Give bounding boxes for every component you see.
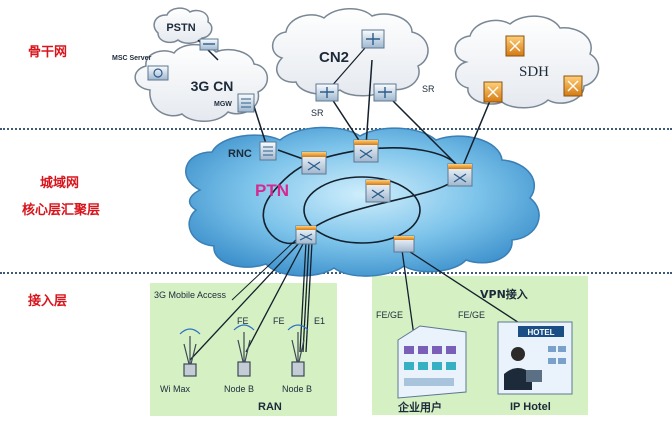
ptn-outer-ring (262, 147, 461, 245)
link-sr-left-ptn (329, 95, 365, 149)
pstn-cloud (153, 7, 213, 44)
sr-router-right (373, 83, 397, 102)
ptn-node-right (447, 163, 473, 187)
sdh-node-3 (563, 75, 583, 97)
label-sr-right: SR (422, 84, 435, 94)
layer-label-metro: 城域网 (40, 176, 80, 191)
label-3g-mobile-access: 3G Mobile Access (154, 290, 227, 300)
label-vpn-access: VPN接入 (480, 287, 528, 301)
hotel-sign: HOTEL (527, 328, 554, 337)
link-ptn-nodeb2-c (305, 241, 313, 353)
mgw-device (237, 93, 255, 113)
ptn-node-bottom-left (295, 225, 317, 245)
link-rnc-ptn (277, 149, 307, 161)
label-fe-ge-left: FE/GE (376, 310, 403, 320)
divider-metro-access (0, 272, 672, 274)
ptn-node-center (365, 179, 391, 203)
link-ptn-nodeb2-a (299, 241, 307, 353)
sr-router-left (315, 83, 339, 102)
ptn-node-left (301, 151, 327, 175)
label-ip-hotel: IP Hotel (510, 401, 551, 413)
label-rnc: RNC (228, 148, 252, 160)
cloud-label-pstn: PSTN (166, 22, 195, 34)
cn2-router-top (361, 29, 385, 49)
label-fe-ge-right: FE/GE (458, 310, 485, 320)
link-sr-right-ptn (383, 91, 461, 169)
sdh-node-1 (505, 35, 525, 57)
label-enterprise-users: 企业用户 (397, 400, 442, 414)
sdh-node-2 (483, 81, 503, 103)
link-ptn-iphotel (403, 247, 531, 331)
label-wimax: Wi Max (160, 384, 190, 394)
label-msc-server: MSC Server (112, 55, 152, 62)
ptn-node-bottom-right (393, 235, 415, 253)
link-cn2-ptn (365, 59, 373, 147)
link-ptn-nodeb1 (245, 241, 305, 353)
cloud-label-cn2: CN2 (319, 49, 349, 66)
layer-label-core-aggregation: 核心层汇聚层 (22, 203, 101, 218)
label-fe-1: FE (237, 316, 249, 326)
ptn-node-top (353, 139, 379, 163)
link-sdh-ptn (461, 95, 493, 169)
link-rnc-ptn-edge (231, 235, 301, 301)
msc-server (147, 65, 169, 81)
enterprise-building (397, 325, 467, 399)
nodeb-tower-1 (233, 324, 255, 377)
link-ptn-enterprise (401, 249, 415, 337)
label-fe-2: FE (273, 316, 285, 326)
label-nodeb-2: Node B (282, 384, 312, 394)
label-sr-left: SR (311, 108, 324, 118)
pstn-switch (199, 38, 219, 51)
cloud-label-sdh: SDH (519, 64, 549, 80)
cn2-cloud (272, 8, 429, 97)
link-ptn-nodeb2-b (302, 241, 310, 353)
label-e1: E1 (314, 316, 325, 326)
3g-cn-cloud (134, 43, 268, 122)
rnc-device (259, 141, 277, 161)
label-ran: RAN (258, 401, 282, 413)
link-ptn-wimax (189, 239, 303, 361)
layer-label-access: 接入层 (28, 294, 68, 309)
ip-hotel-building (497, 321, 573, 395)
nodeb-tower-2 (287, 324, 309, 377)
cloud-label-ptn: PTN (255, 181, 289, 200)
cloud-label-3g-cn: 3G CN (191, 78, 234, 94)
layer-label-backbone: 骨干网 (28, 45, 68, 60)
ptn-inner-ring (303, 176, 421, 244)
label-mgw: MGW (214, 101, 232, 108)
label-nodeb-1: Node B (224, 384, 254, 394)
wimax-tower (179, 328, 201, 377)
